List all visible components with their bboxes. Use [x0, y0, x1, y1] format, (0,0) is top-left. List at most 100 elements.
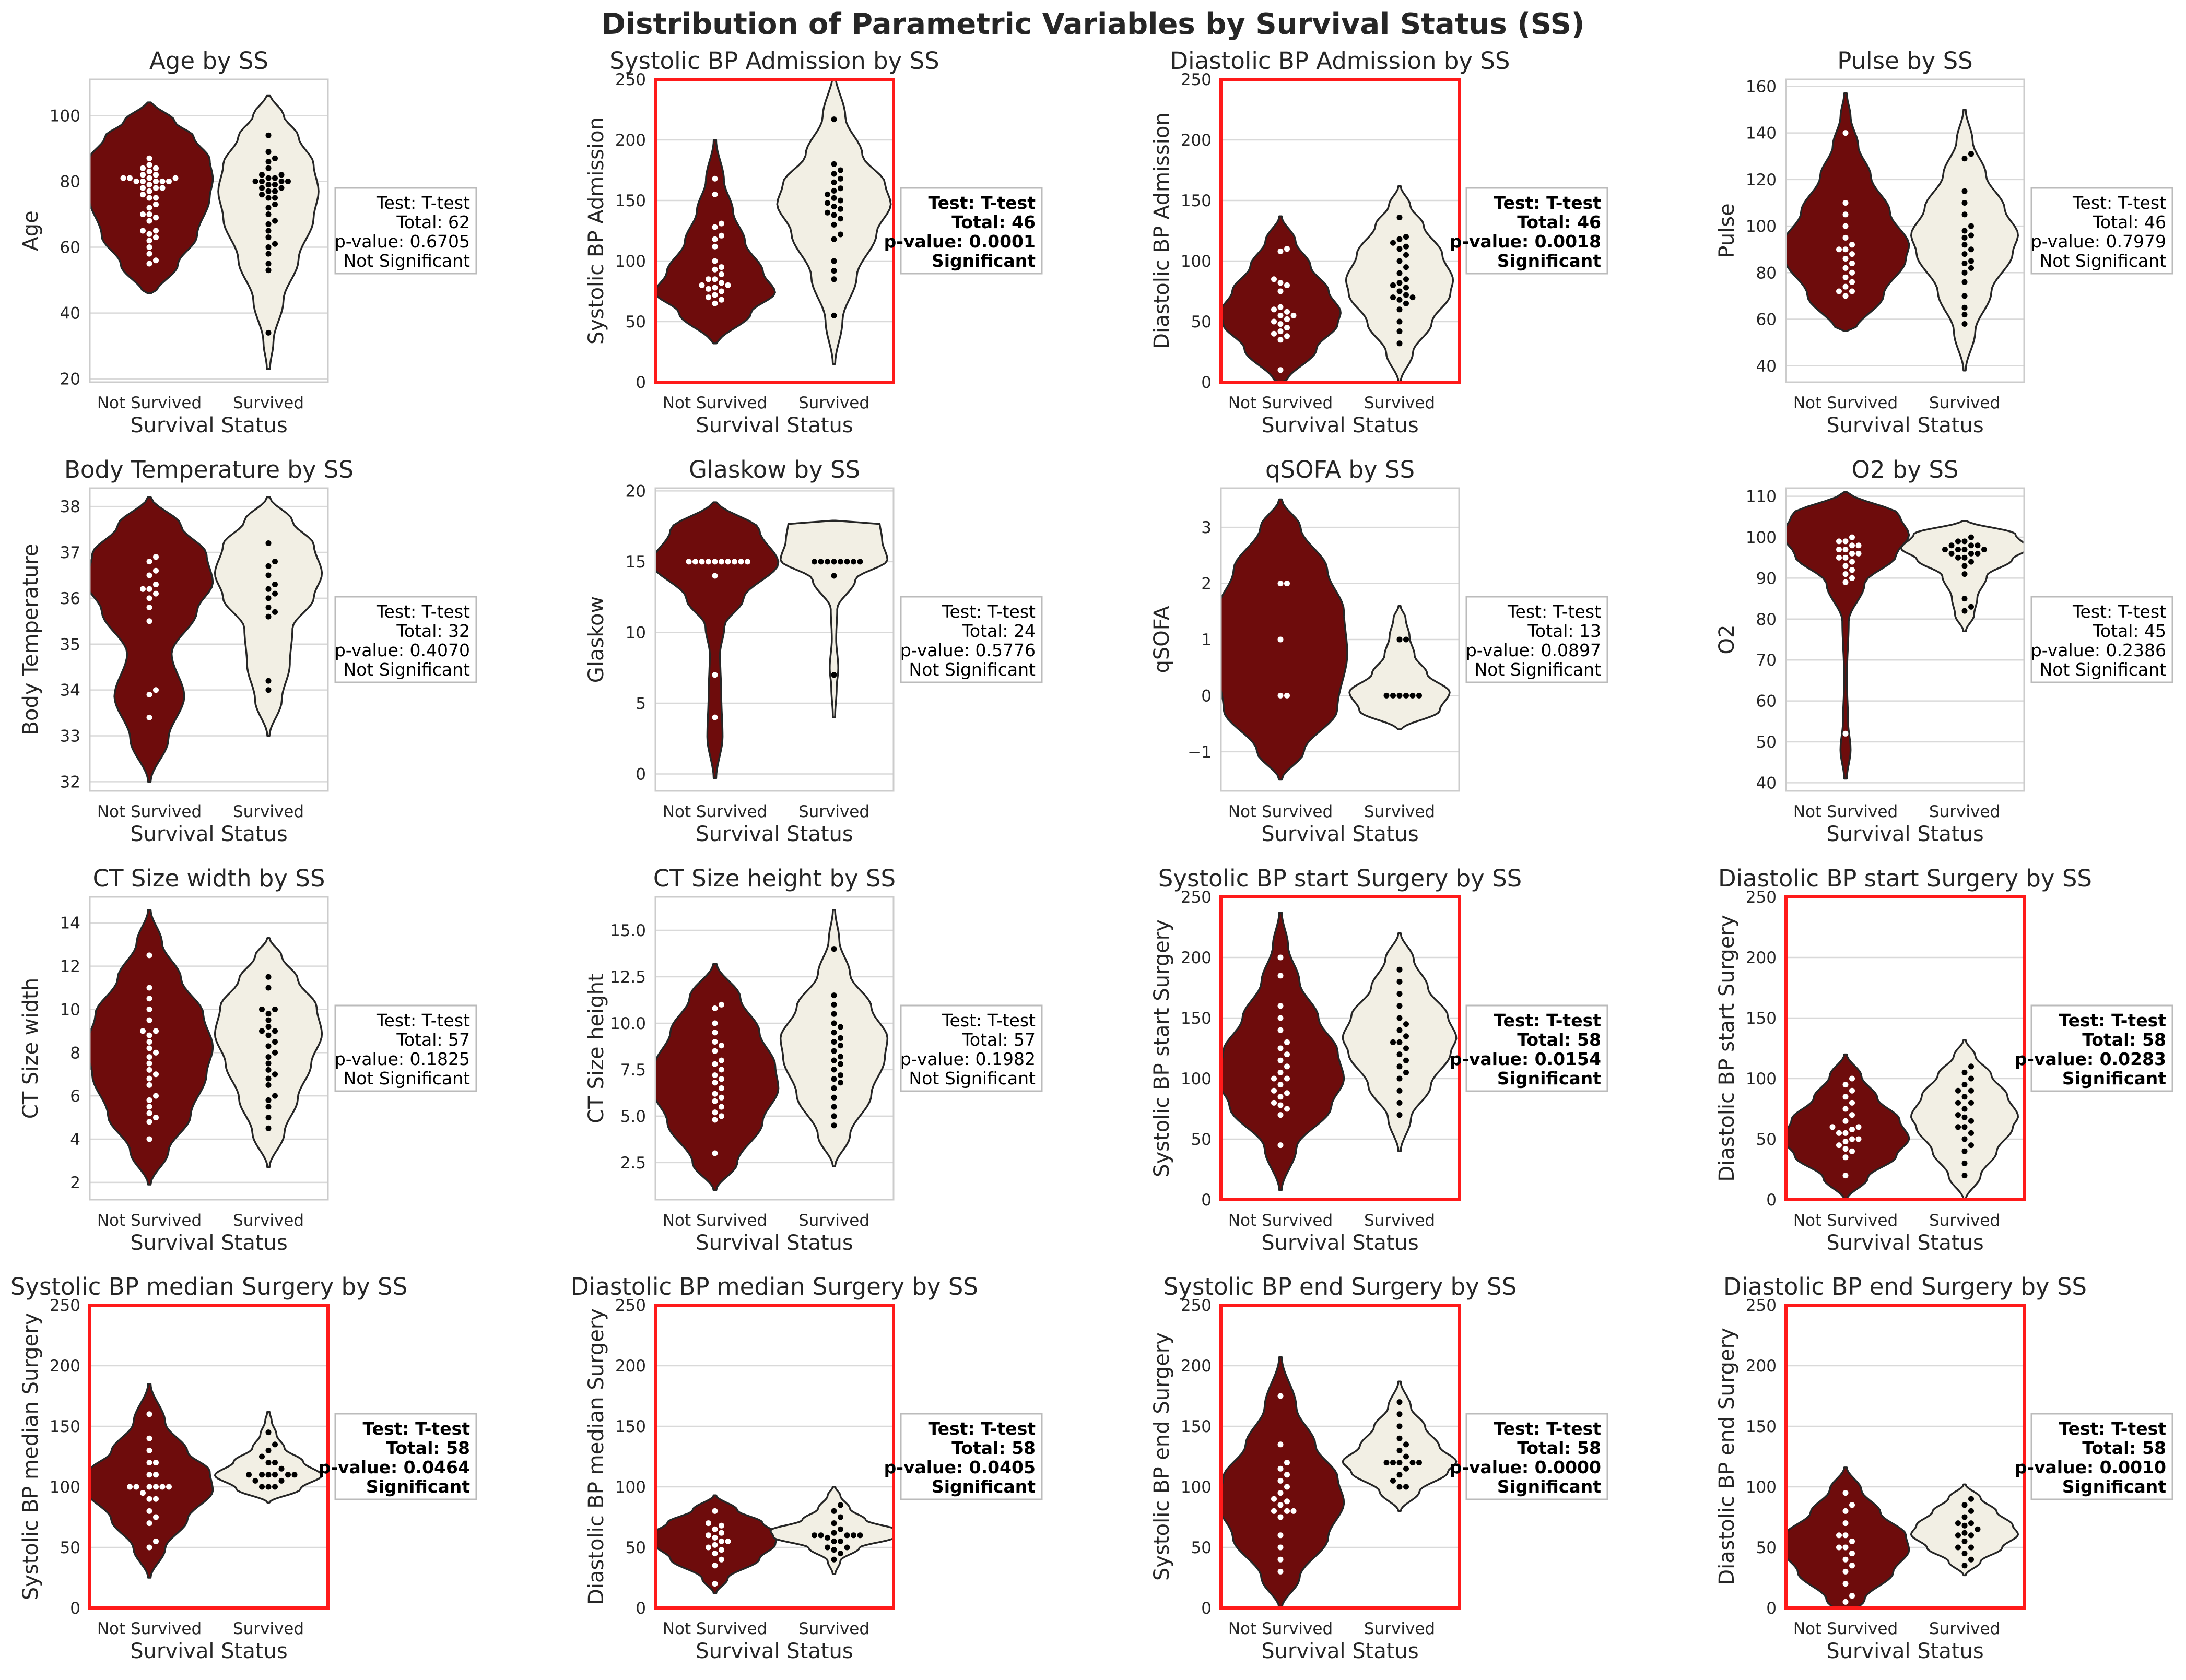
- axes-frame: [89, 78, 329, 383]
- swarm-point-survived: [1961, 554, 1968, 561]
- swarm-point-not-survived: [1842, 1106, 1849, 1112]
- swarm-point-survived: [838, 167, 843, 173]
- swarm-point-survived: [265, 211, 272, 217]
- swarm-point-not-survived: [1842, 1520, 1849, 1527]
- swarm-point-not-survived: [153, 1514, 159, 1520]
- swarm-point-survived: [1975, 542, 1981, 549]
- y-tick-label: 100: [1181, 1478, 1212, 1497]
- stats-box-frame: [334, 1413, 477, 1500]
- x-tick-label: Not Survived: [1228, 802, 1333, 821]
- swarm-point-not-survived: [1842, 1146, 1849, 1152]
- swarm-point-survived: [1968, 1544, 1974, 1551]
- x-axis-label: Survival Status: [696, 1639, 853, 1663]
- swarm-point-not-survived: [1277, 1045, 1284, 1051]
- y-tick-label: 60: [60, 239, 80, 257]
- y-tick-label: 250: [1746, 888, 1777, 907]
- stats-box-frame: [1465, 596, 1608, 683]
- y-tick-label: 200: [615, 1357, 646, 1376]
- swarm-point-not-survived: [153, 165, 159, 171]
- swarm-point-survived: [265, 149, 272, 155]
- swarm-point-survived: [1968, 258, 1974, 264]
- swarm-point-not-survived: [1842, 234, 1849, 241]
- swarm-point-not-survived: [719, 288, 724, 294]
- swarm-point-survived: [1403, 1453, 1409, 1460]
- swarm-point-not-survived: [712, 1080, 718, 1086]
- swarm-point-survived: [1396, 1484, 1403, 1490]
- swarm-point-survived: [1961, 321, 1968, 327]
- swarm-point-not-survived: [1842, 1532, 1849, 1539]
- swarm-point-survived: [259, 185, 265, 191]
- swarm-point-survived: [1396, 1435, 1403, 1441]
- swarm-point-survived: [1961, 242, 1968, 248]
- y-tick-label: 80: [60, 172, 80, 191]
- swarm-point-survived: [265, 175, 272, 181]
- swarm-point-survived: [831, 1011, 837, 1017]
- swarm-point-not-survived: [725, 559, 731, 565]
- y-tick-label: 0: [636, 765, 646, 784]
- swarm-point-not-survived: [712, 573, 718, 579]
- y-tick-label: 80: [1756, 264, 1777, 282]
- swarm-point-survived: [1961, 1148, 1968, 1154]
- stats-significance: Significant: [1497, 1476, 1601, 1497]
- swarm-point-survived: [838, 206, 843, 212]
- swarm-point-survived: [272, 559, 278, 565]
- swarm-point-survived: [272, 1049, 278, 1056]
- swarm-point-not-survived: [686, 559, 692, 565]
- swarm-point-not-survived: [146, 1119, 152, 1125]
- swarm-point-not-survived: [146, 714, 152, 720]
- swarm-point-survived: [1390, 1460, 1396, 1466]
- swarm-point-not-survived: [699, 282, 705, 288]
- swarm-point-not-survived: [712, 1563, 718, 1569]
- stats-p-value: p-value: 0.7979: [2031, 231, 2166, 252]
- y-tick-label: 50: [1756, 733, 1777, 752]
- swarm-point-not-survived: [146, 175, 152, 181]
- x-axis-label: Survival Status: [1826, 822, 1983, 846]
- swarm-point-not-survived: [1277, 1094, 1284, 1100]
- swarm-point-survived: [272, 1484, 278, 1490]
- y-tick-label: 100: [1746, 1478, 1777, 1497]
- swarm-point-not-survived: [153, 1028, 159, 1034]
- y-tick-label: 20: [60, 370, 80, 389]
- swarm-point-not-survived: [1284, 1508, 1290, 1514]
- swarm-point-survived: [259, 178, 265, 184]
- swarm-point-survived: [857, 1532, 863, 1539]
- swarm-point-not-survived: [153, 1484, 159, 1490]
- axes-frame: [89, 896, 329, 1201]
- y-tick-label: 200: [1181, 131, 1212, 150]
- swarm-point-not-survived: [153, 1496, 159, 1502]
- y-tick-label: 0: [70, 1599, 80, 1618]
- swarm-point-not-survived: [1849, 261, 1855, 266]
- violin-survived: [779, 909, 889, 1167]
- swarm-point-survived: [1961, 188, 1968, 194]
- swarm-point-survived: [1968, 1142, 1974, 1149]
- swarm-point-survived: [825, 559, 830, 565]
- swarm-point-not-survived: [1277, 337, 1284, 343]
- swarm-point-survived: [1961, 1082, 1968, 1088]
- swarm-point-survived: [265, 985, 272, 991]
- y-tick-label: 10: [60, 1000, 80, 1019]
- swarm-point-not-survived: [153, 582, 159, 587]
- y-tick-label: 37: [60, 543, 80, 562]
- swarm-point-survived: [838, 197, 843, 204]
- swarm-point-not-survived: [1277, 1477, 1284, 1484]
- swarm-point-not-survived: [1842, 265, 1849, 271]
- swarm-point-survived: [1942, 547, 1948, 553]
- swarm-point-not-survived: [1849, 288, 1855, 294]
- y-tick-label: 50: [1756, 1539, 1777, 1557]
- swarm-point-survived: [851, 1532, 856, 1539]
- swarm-point-survived: [1396, 1411, 1403, 1417]
- swarm-point-not-survived: [153, 1093, 159, 1099]
- y-tick-label: 34: [60, 681, 80, 700]
- swarm-point-survived: [291, 1472, 298, 1478]
- y-tick-label: 40: [60, 304, 80, 323]
- stats-total: Total: 57: [961, 1030, 1036, 1050]
- swarm-point-survived: [272, 1093, 278, 1099]
- swarm-point-survived: [838, 1538, 843, 1544]
- swarm-point-not-survived: [1277, 1142, 1284, 1149]
- swarm-point-survived: [825, 1544, 830, 1551]
- y-tick-label: 70: [1756, 651, 1777, 670]
- swarm-point-not-survived: [153, 1071, 159, 1078]
- swarm-point-survived: [1390, 240, 1396, 246]
- swarm-point-not-survived: [140, 1028, 146, 1034]
